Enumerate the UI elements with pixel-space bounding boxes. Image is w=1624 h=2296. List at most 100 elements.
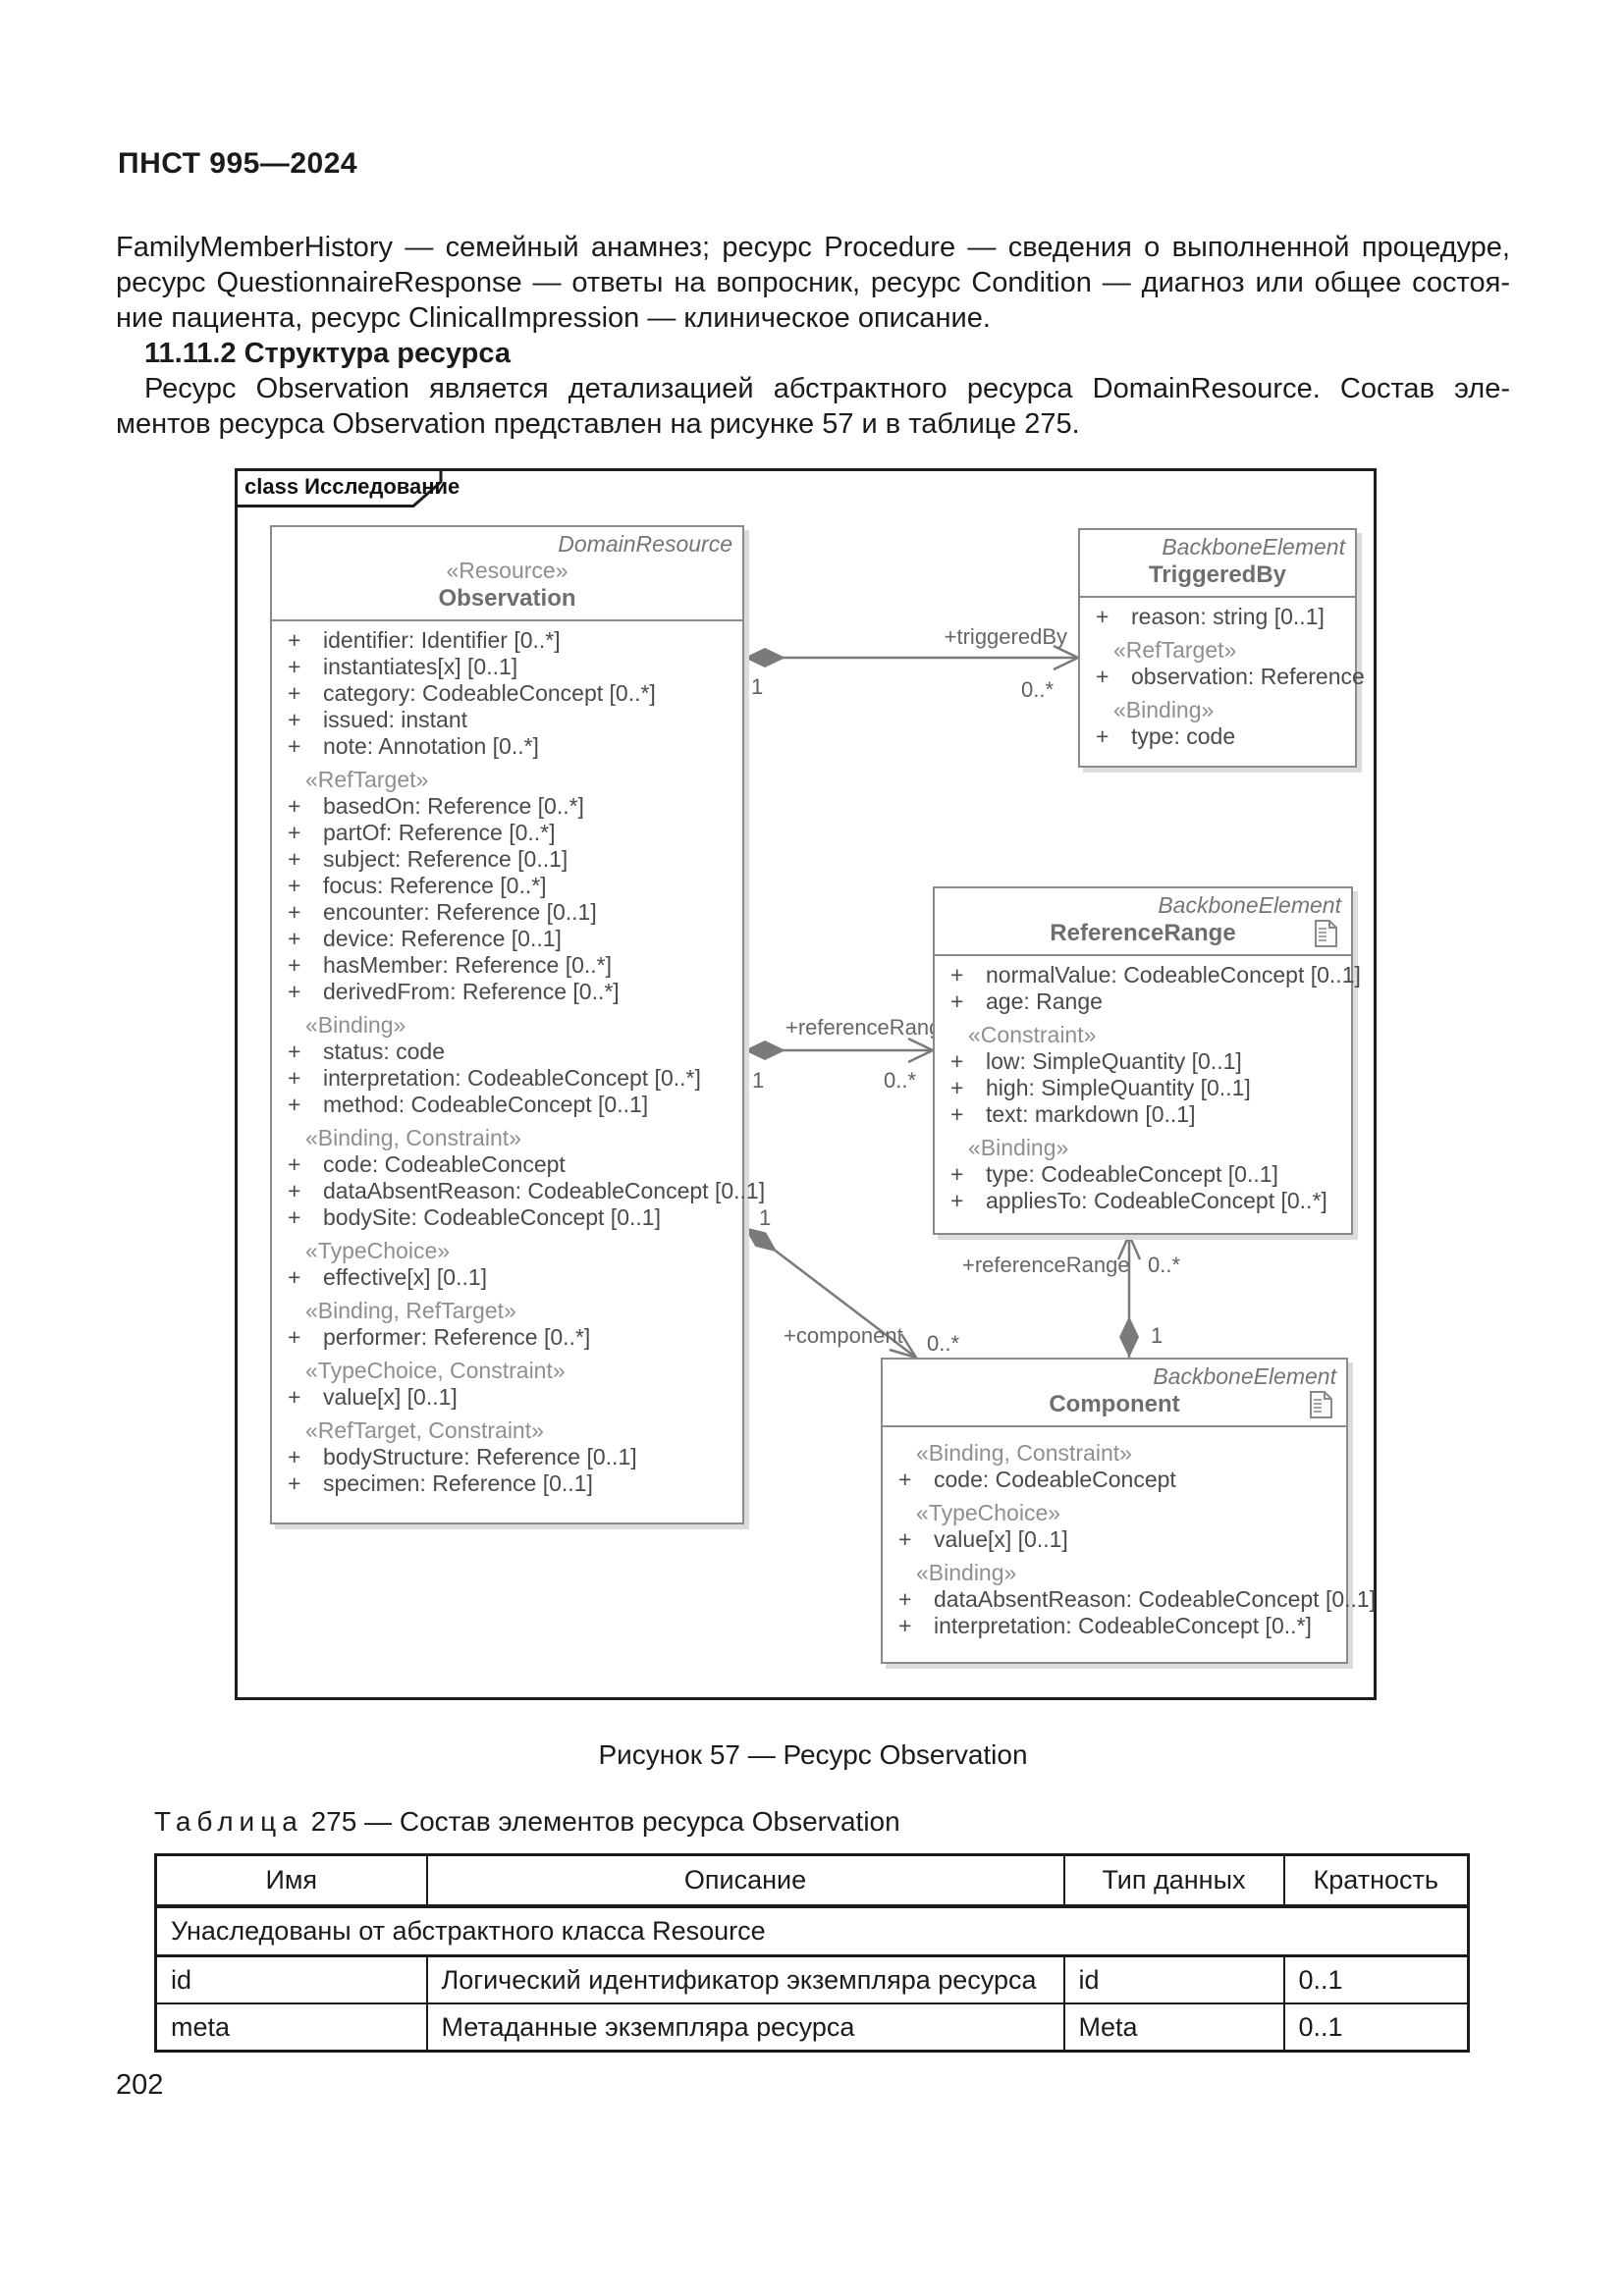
uml-attribute: +high: SimpleQuantity [0..1] [950,1075,1251,1100]
uml-class-triggeredby: BackboneElement TriggeredBy +reason: str… [1078,528,1365,768]
class-header: BackboneElement Component [883,1360,1346,1425]
assoc-label-component: +component [784,1323,903,1348]
table-cell-description: Логический идентификатор экземпляра ресу… [425,1954,1065,2004]
uml-class-observation: DomainResource «Resource» Observation +i… [270,525,765,1524]
uml-attribute: +type: code [1096,723,1236,749]
class-header: BackboneElement TriggeredBy [1080,530,1355,596]
table-cell-description: Метаданные экземпляра ресурса [425,2002,1065,2053]
mult-label: 1 [1151,1323,1164,1348]
note-icon [1314,920,1337,947]
attribute-list: +normalValue: CodeableConcept [0..1]+age… [935,956,1361,1220]
class-header: DomainResource «Resource» Observation [272,527,742,619]
section-heading: 11.11.2 Структура ресурса [144,338,511,369]
mult-label: 1 [752,1068,765,1093]
composition-diamond [744,648,785,667]
stereotype-label: «TypeChoice» [916,1500,1061,1525]
class-name: TriggeredBy [1148,561,1287,588]
group-row-label: Унаследованы от абстрактного класса Reso… [154,1905,1470,1957]
divider [883,1425,1346,1427]
class-header: BackboneElement ReferenceRange [935,888,1351,954]
uml-attribute: +specimen: Reference [0..1] [288,1470,593,1496]
diagram-tab-label: class Исследование [244,474,460,499]
stereotype-label: «RefTarget, Constraint» [305,1417,544,1443]
mult-label: 0..* [927,1331,960,1356]
uml-attribute: +subject: Reference [0..1] [288,846,568,872]
uml-attribute: +interpretation: CodeableConcept [0..*] [898,1613,1312,1638]
uml-class-referencerange: BackboneElement ReferenceRange +normalVa… [933,886,1361,1235]
stereotype-label: «Binding, Constraint» [916,1440,1132,1466]
paragraph-line: FamilyMemberHistory — семейный анамнез; … [116,232,1510,263]
stereotype-label: «TypeChoice, Constraint» [305,1358,566,1383]
table-cell-name: meta [154,2002,428,2053]
document-code: ПНСТ 995—2024 [118,147,358,180]
parent-class-label: BackboneElement [1162,534,1345,560]
paragraph-line: Ресурс Observation является детализацией… [144,373,1510,404]
uml-attribute: +focus: Reference [0..*] [288,873,547,898]
uml-attribute: +derivedFrom: Reference [0..*] [288,979,620,1004]
uml-attribute: +effective[x] [0..1] [288,1264,488,1290]
stereotype-label: «TypeChoice» [305,1238,451,1263]
uml-attribute: +issued: instant [288,707,468,732]
divider [272,619,742,621]
uml-class-component: BackboneElement Component «Binding, Cons… [881,1358,1376,1664]
uml-attribute: +normalValue: CodeableConcept [0..1] [950,962,1361,988]
paragraph-line: ментов ресурса Observation представлен н… [116,408,1080,440]
stereotype-label: «RefTarget» [305,767,429,792]
mult-label: 0..* [1021,677,1055,702]
table-group-row: Унаследованы от абстрактного класса Reso… [154,1905,1470,1957]
stereotype-label: «Binding, RefTarget» [305,1298,516,1323]
uml-attribute: +text: markdown [0..1] [950,1101,1196,1127]
table-cell-mult: 0..1 [1282,1954,1470,2004]
stereotype-label: «Binding» [968,1135,1069,1160]
table-cell-type: Meta [1062,2002,1285,2053]
composition-diamond [1119,1316,1139,1358]
stereotype-label: «RefTarget» [1113,637,1237,663]
class-name: Observation [438,585,576,612]
uml-attribute: +identifier: Identifier [0..*] [288,627,561,653]
uml-attribute: +method: CodeableConcept [0..1] [288,1092,649,1117]
uml-attribute: +partOf: Reference [0..*] [288,820,556,845]
class-stereotype: «Resource» [446,558,568,583]
assoc-label-referencerange: +referenceRange [785,1015,953,1040]
attribute-list: «Binding, Constraint»+code: CodeableConc… [883,1427,1376,1645]
table-header-cell: Имя [154,1853,428,1908]
table-header-cell: Кратность [1282,1853,1470,1908]
mult-label: 0..* [1148,1253,1181,1277]
table-caption-label: Таблица [154,1806,303,1837]
attribute-list: +identifier: Identifier [0..*]+instantia… [272,621,765,1503]
class-name: ReferenceRange [945,919,1341,948]
uml-attribute: +value[x] [0..1] [898,1526,1068,1552]
table-caption-rest: 275 — Состав элементов ресурса Observati… [310,1806,900,1837]
stereotype-label: «Binding» [1113,697,1215,722]
uml-attribute: +bodyStructure: Reference [0..1] [288,1444,637,1469]
uml-attribute: +device: Reference [0..1] [288,926,562,951]
divider [1080,596,1355,598]
assoc-label-triggeredby: +triggeredBy [944,624,1067,649]
uml-attribute: +low: SimpleQuantity [0..1] [950,1048,1242,1074]
divider [935,954,1351,956]
table-caption: Таблица 275 — Состав элементов ресурса O… [154,1806,900,1838]
parent-class-label: BackboneElement [1158,892,1341,918]
uml-attribute: +age: Range [950,988,1103,1014]
stereotype-label: «Binding» [916,1560,1017,1585]
table-cell-name: id [154,1954,428,2004]
uml-attribute: +interpretation: CodeableConcept [0..*] [288,1065,701,1091]
paragraph-line: ресурс QuestionnaireResponse — ответы на… [116,267,1510,298]
assoc-label-referencerange-comp: +referenceRange [962,1253,1130,1277]
uml-attribute: +instantiates[x] [0..1] [288,654,518,679]
uml-attribute: +code: CodeableConcept [898,1467,1176,1492]
note-icon [1309,1391,1332,1418]
mult-label: 1 [751,674,764,699]
uml-attribute: +code: CodeableConcept [288,1151,566,1177]
stereotype-label: «Binding, Constraint» [305,1125,521,1150]
uml-attribute: +category: CodeableConcept [0..*] [288,680,656,706]
uml-attribute: +value[x] [0..1] [288,1384,458,1410]
uml-diagram-frame: class Исследование [235,468,1377,1700]
uml-attribute: +note: Annotation [0..*] [288,733,539,759]
class-name: Component [893,1390,1336,1419]
table-cell-type: id [1062,1954,1285,2004]
paragraph-line: ние пациента, ресурс ClinicalImpression … [116,302,991,334]
